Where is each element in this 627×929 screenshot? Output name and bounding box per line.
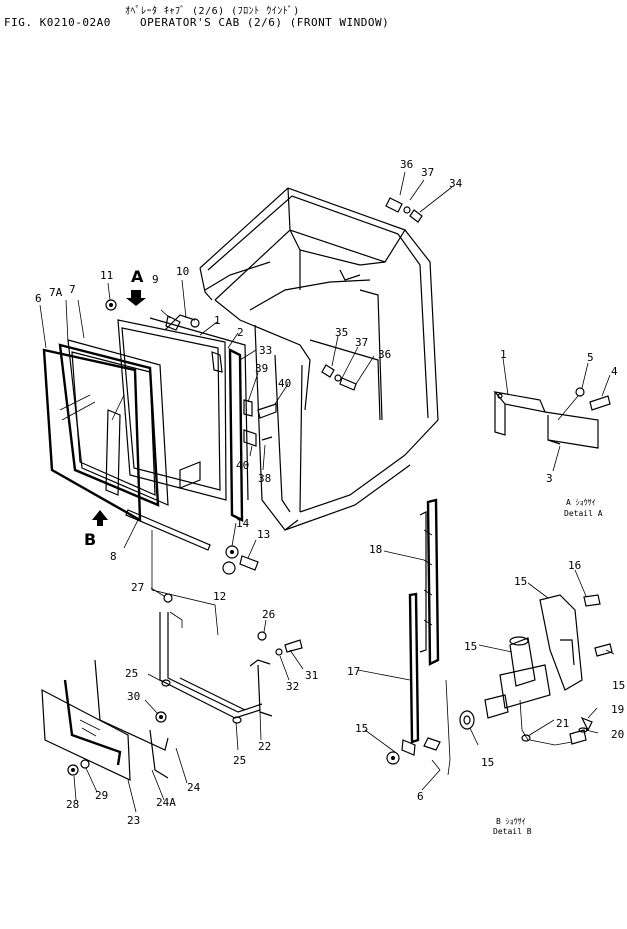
- detail-b-drawing: [386, 498, 613, 776]
- detail-b-jp: B ｼｮｳｻｲ: [496, 817, 526, 826]
- callout-36b: 36: [378, 348, 391, 361]
- callout-17: 17: [347, 665, 360, 678]
- callout-15a: 15: [514, 575, 527, 588]
- callout-18: 18: [369, 543, 382, 556]
- callout-7A: 7A: [49, 286, 63, 299]
- callout-21: 21: [556, 717, 569, 730]
- callout-10: 10: [176, 265, 189, 278]
- cab-frame: [199, 187, 439, 531]
- callout-4: 4: [611, 365, 618, 378]
- callout-1-detail-a: 1: [500, 348, 507, 361]
- callout-28: 28: [66, 798, 79, 811]
- callout-6: 6: [35, 292, 42, 305]
- callout-8: 8: [110, 550, 117, 563]
- callout-35: 35: [335, 326, 348, 339]
- detail-b-caption: Detail B: [493, 827, 532, 836]
- detail-a-caption: Detail A: [564, 509, 603, 518]
- callout-15e: 15: [481, 756, 494, 769]
- callout-20: 20: [611, 728, 624, 741]
- callout-7: 7: [69, 283, 76, 296]
- callout-40: 40: [278, 377, 291, 390]
- detail-a-drawing: [493, 387, 611, 449]
- callout-33: 33: [259, 344, 272, 357]
- callout-13: 13: [257, 528, 270, 541]
- callout-40b: 40: [236, 459, 249, 472]
- view-marker-a: A: [131, 267, 144, 286]
- callout-16: 16: [568, 559, 581, 572]
- callout-5: 5: [587, 351, 594, 364]
- page-title: OPERATOR'S CAB (2/6) (FRONT WINDOW): [140, 16, 390, 29]
- callout-37: 37: [421, 166, 434, 179]
- callout-25b: 25: [233, 754, 246, 767]
- callout-25: 25: [125, 667, 138, 680]
- callout-15c: 15: [612, 679, 625, 692]
- callout-9: 9: [152, 273, 159, 286]
- callout-37b: 37: [355, 336, 368, 349]
- view-arrow-b: B: [84, 510, 108, 549]
- callout-15d: 15: [355, 722, 368, 735]
- callout-26: 26: [262, 608, 275, 621]
- callout-2: 2: [237, 326, 244, 339]
- callout-36: 36: [400, 158, 413, 171]
- callout-1: 1: [214, 314, 221, 327]
- callout-27: 27: [131, 581, 144, 594]
- callout-labels: 36 37 34 11 10 9 7A 7 6 1 2 33 39 35 37 …: [35, 158, 625, 827]
- callout-32: 32: [286, 680, 299, 693]
- window-frame: [105, 314, 249, 522]
- figure-id: FIG. K0210-02A0: [4, 16, 111, 29]
- callout-34: 34: [449, 177, 463, 190]
- callout-24A: 24A: [156, 796, 176, 809]
- lower-panel: [41, 593, 303, 781]
- view-arrow-a: A: [126, 267, 146, 306]
- callout-6-detail-b: 6: [417, 790, 424, 803]
- callout-29: 29: [95, 789, 108, 802]
- callout-19: 19: [611, 703, 624, 716]
- callout-14: 14: [236, 517, 250, 530]
- detail-captions: A ｼｮｳｻｲ Detail A B ｼｮｳｻｲ Detail B: [493, 498, 603, 836]
- callout-3: 3: [546, 472, 553, 485]
- callout-31: 31: [305, 669, 318, 682]
- callout-22: 22: [258, 740, 271, 753]
- callout-38: 38: [258, 472, 271, 485]
- detail-a-jp: A ｼｮｳｻｲ: [566, 498, 596, 507]
- callout-23: 23: [127, 814, 140, 827]
- window-rail: [125, 509, 219, 636]
- callout-11: 11: [100, 269, 113, 282]
- view-marker-b: B: [84, 530, 96, 549]
- header-japanese: ｵﾍﾟﾚｰﾀ ｷｬﾌﾞ (2/6) (ﾌﾛﾝﾄ ｳｲﾝﾄﾞ): [125, 6, 300, 17]
- leader-lines: [39, 171, 615, 813]
- callout-12: 12: [213, 590, 226, 603]
- callout-39: 39: [255, 362, 268, 375]
- callout-15b: 15: [464, 640, 477, 653]
- callout-30: 30: [127, 690, 140, 703]
- front-window-glass: [42, 339, 169, 523]
- callout-24: 24: [187, 781, 201, 794]
